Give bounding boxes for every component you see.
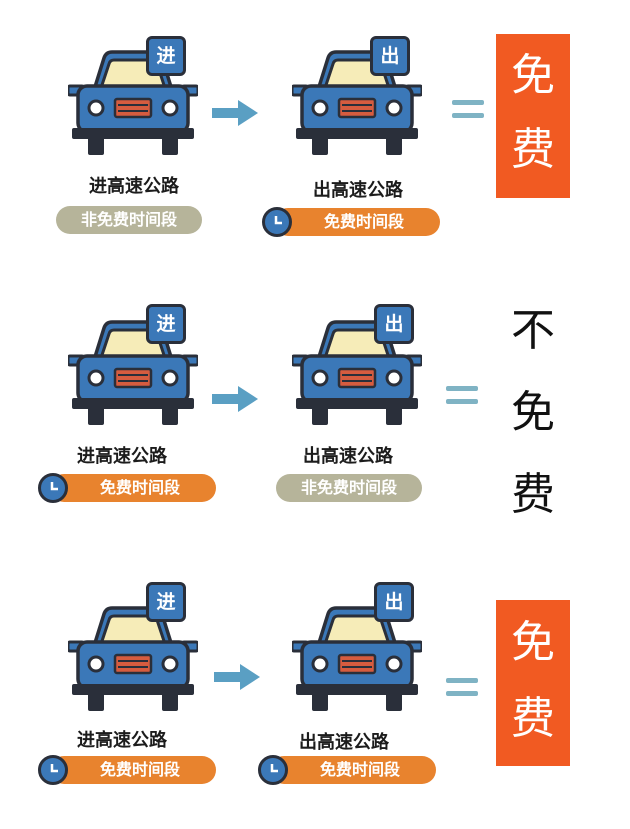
result-free-box: 免 费: [496, 34, 570, 198]
exit-label: 出高速公路: [303, 446, 393, 467]
arrow-icon: [212, 386, 258, 412]
result-char: 免: [511, 617, 555, 668]
clock-icon: [262, 207, 292, 237]
entry-label: 进高速公路: [77, 730, 167, 751]
equals-icon: [446, 678, 478, 696]
arrow-icon: [212, 100, 258, 126]
result-char: 免: [511, 387, 555, 438]
result-char: 费: [511, 124, 555, 175]
exit-label: 出高速公路: [313, 180, 403, 201]
exit-badge: 出: [374, 582, 414, 622]
entry-badge: 进: [146, 304, 186, 344]
entry-label: 进高速公路: [89, 176, 179, 197]
entry-badge: 进: [146, 36, 186, 76]
row-1: 进 进高速公路 非免费时间段 出 出高速公路 免费时间段 免: [0, 0, 630, 260]
clock-icon: [258, 755, 288, 785]
row-3: 进 进高速公路 免费时间段 出 出高速公路 免费时间段: [0, 556, 630, 816]
exit-badge: 出: [374, 304, 414, 344]
result-char: 不: [511, 305, 555, 356]
equals-icon: [452, 100, 484, 118]
clock-icon: [38, 473, 68, 503]
entry-label: 进高速公路: [77, 446, 167, 467]
entry-period-pill: 免费时间段: [50, 756, 216, 784]
result-not-free-text: 不 免 费: [496, 290, 570, 536]
row-2: 进 进高速公路 免费时间段 出 出高速公路 非免费时间段 不: [0, 270, 630, 530]
result-char: 免: [511, 50, 555, 101]
exit-badge: 出: [370, 36, 410, 76]
entry-period-pill: 免费时间段: [50, 474, 216, 502]
clock-icon: [38, 755, 68, 785]
result-char: 费: [511, 469, 555, 520]
exit-period-pill: 非免费时间段: [276, 474, 422, 502]
exit-car-icon: [292, 310, 422, 430]
equals-icon: [446, 386, 478, 404]
exit-period-pill: 免费时间段: [274, 208, 440, 236]
entry-badge: 进: [146, 582, 186, 622]
result-free-box: 免 费: [496, 600, 570, 766]
entry-period-pill: 非免费时间段: [56, 206, 202, 234]
exit-car-icon: [292, 596, 422, 716]
result-char: 费: [511, 693, 555, 744]
arrow-icon: [214, 664, 260, 690]
exit-label: 出高速公路: [299, 732, 389, 753]
exit-period-pill: 免费时间段: [270, 756, 436, 784]
